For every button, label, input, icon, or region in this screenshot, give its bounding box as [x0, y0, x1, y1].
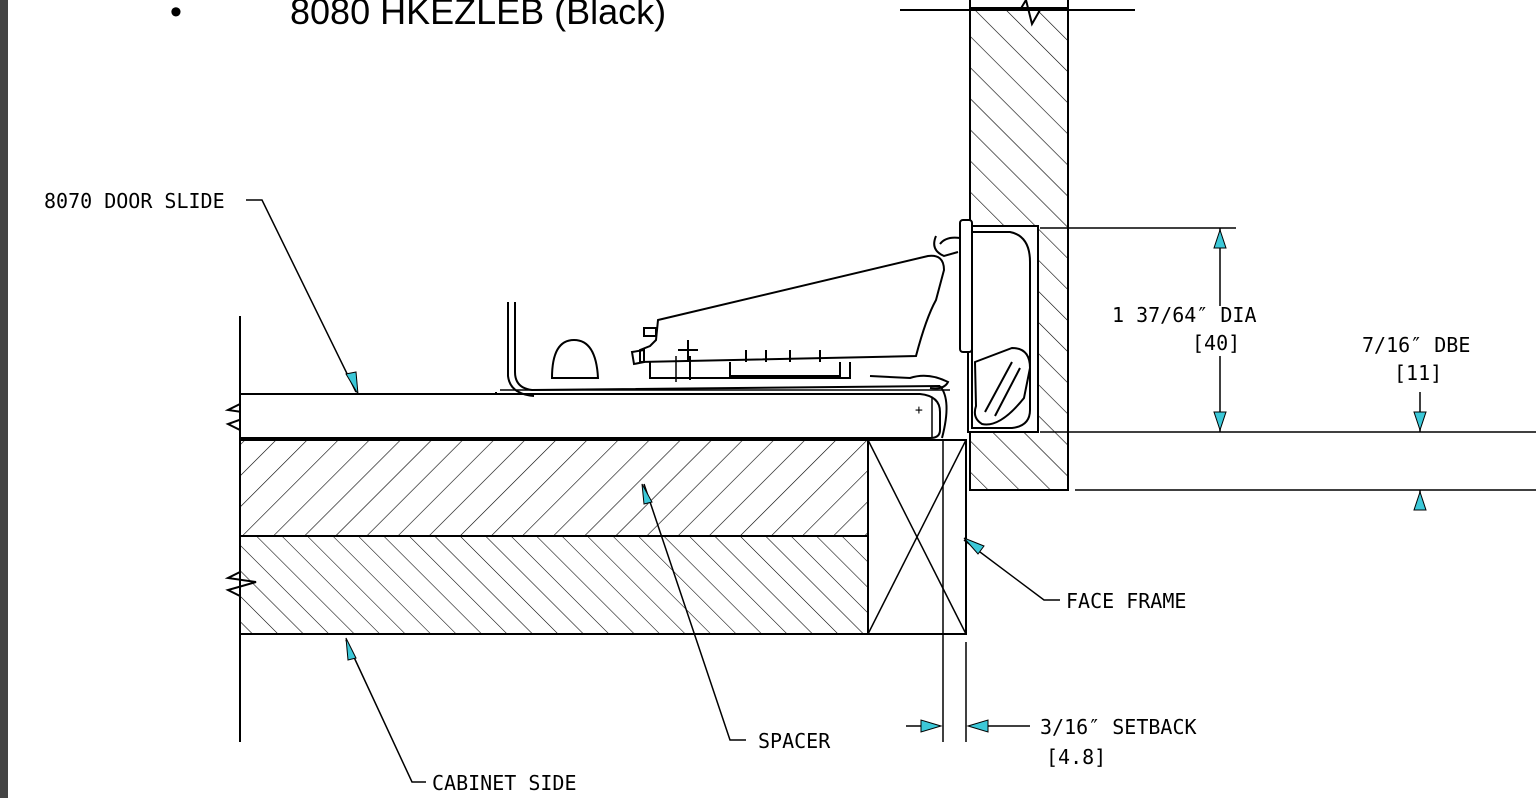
dimension-dbe — [1075, 392, 1536, 508]
label-cabinet-side: CABINET SIDE — [432, 771, 577, 795]
cabinet-side-panel — [239, 535, 869, 635]
label-spacer: SPACER — [758, 729, 831, 753]
face-frame-block — [867, 439, 967, 635]
dia-arrow-up — [1213, 228, 1227, 249]
page-title: 8080 HKEZLEB (Black) — [290, 0, 667, 32]
label-setback-mm: [4.8] — [1046, 745, 1106, 769]
label-door-slide: 8070 DOOR SLIDE — [44, 189, 225, 213]
leader-arrow-cabinet-side — [345, 637, 357, 661]
label-setback: 3/16″ SETBACK — [1040, 715, 1197, 739]
dbe-arrow-up — [1413, 490, 1427, 511]
label-dbe-mm: [11] — [1394, 361, 1442, 385]
leader-arrow-spacer — [641, 483, 653, 505]
spacer-block — [239, 439, 869, 537]
label-face-frame: FACE FRAME — [1066, 589, 1186, 613]
page-border — [0, 0, 8, 798]
bullet: • — [170, 0, 182, 31]
hinge-cup — [959, 219, 1039, 433]
setback-arrow-left — [966, 719, 989, 733]
hinge-arm — [495, 235, 961, 439]
dbe-arrow-down — [1413, 411, 1427, 432]
dimension-dia — [1040, 227, 1536, 433]
leader-arrow-door-slide — [345, 371, 359, 395]
leader-arrow-face-frame — [963, 537, 985, 555]
leader-lines — [246, 199, 1060, 783]
label-dia: 1 37/64″ DIA — [1112, 303, 1257, 327]
header: • 8080 HKEZLEB (Black) — [170, 0, 666, 36]
label-dbe: 7/16″ DBE — [1362, 333, 1470, 357]
svg-text:+: + — [915, 403, 923, 418]
dia-arrow-down — [1213, 411, 1227, 432]
setback-arrow-right — [920, 719, 943, 733]
door-slide-plate: + — [239, 393, 941, 439]
label-dia-mm: [40] — [1192, 331, 1240, 355]
